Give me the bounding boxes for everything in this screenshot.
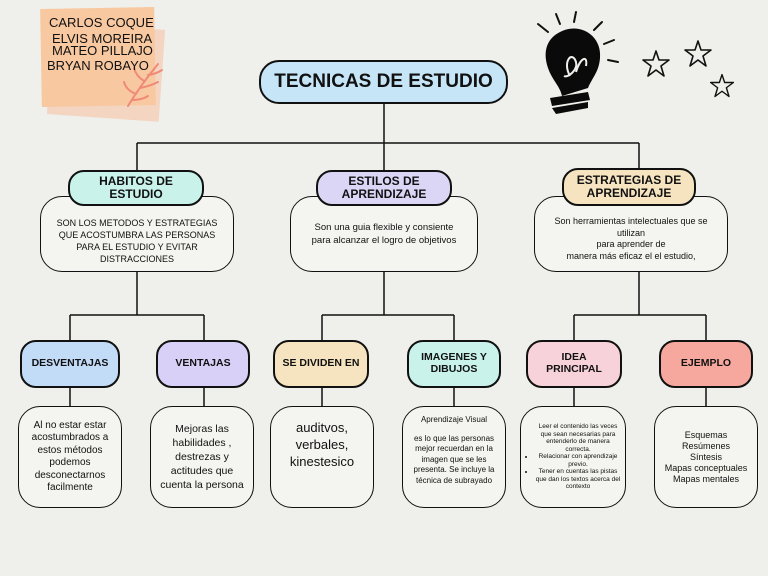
detail-title: Aprendizaje Visual xyxy=(420,415,488,424)
lightbulb-icon xyxy=(537,11,619,114)
detail-line: es lo que las personas xyxy=(413,433,495,443)
detail-line: estos métodos xyxy=(37,444,103,456)
node-label: IMAGENES Y xyxy=(421,351,487,364)
detail-line: Síntesis xyxy=(689,451,722,462)
se-dividen-node: SE DIVIDEN EN xyxy=(273,340,369,388)
author-name: BRYAN ROBAYO xyxy=(47,58,149,73)
star-icon xyxy=(684,40,712,67)
description-line: para alcanzar el logro de objetivos xyxy=(311,235,457,246)
description-line: manera más eficaz el el estudio, xyxy=(566,250,696,261)
idea-principal-list: Leer el contenido las veces que sean nec… xyxy=(525,423,621,491)
detail-line: Esquemas xyxy=(684,429,728,440)
ventajas-node: VENTAJAS xyxy=(156,340,250,388)
description-line: PARA EL ESTUDIO Y EVITAR xyxy=(76,242,198,252)
node-label: PRINCIPAL xyxy=(546,363,602,375)
node-label: APRENDIZAJE xyxy=(341,187,427,201)
main-title: TECNICAS DE ESTUDIO xyxy=(259,60,508,104)
idea-principal-detail-box: Leer el contenido las veces que sean nec… xyxy=(520,406,626,508)
se-dividen-detail-box: auditvos, verbales, kinestesico xyxy=(270,406,374,508)
estilos-description-box: Son una guia flexible y consiente para a… xyxy=(290,196,478,272)
node-label: ESTUDIO xyxy=(109,187,163,201)
author-name: CARLOS COQUE xyxy=(49,15,154,30)
detail-line: auditvos, xyxy=(295,420,349,435)
author-name: ELVIS MOREIRA xyxy=(52,31,153,46)
author-name: MATEO PILLAJO xyxy=(52,43,153,58)
node-label: DIBUJOS xyxy=(430,363,478,375)
node-label: ESTRATEGIAS DE xyxy=(576,172,682,187)
list-item: Tener en cuentas las pistas que dan los … xyxy=(535,468,621,491)
detail-line: Mejoras las xyxy=(175,423,229,435)
detail-line: cuenta la persona xyxy=(160,479,244,491)
node-label: ESTILOS DE xyxy=(348,173,420,188)
node-label: APRENDIZAJE xyxy=(586,186,672,200)
description-line: utilizan xyxy=(616,227,645,238)
detail-line: presenta. Se incluye la xyxy=(413,465,495,474)
star-icon xyxy=(709,73,735,98)
desventajas-detail-box: Al no estar estar acostumbrados a estos … xyxy=(18,406,122,508)
detail-line: Mapas conceptuales xyxy=(664,462,748,473)
leaf-icon xyxy=(123,63,163,107)
detail-line: desconectarnos xyxy=(34,469,106,481)
estilos-node: ESTILOS DE APRENDIZAJE xyxy=(316,170,452,206)
habitos-description-box: SON LOS METODOS Y ESTRATEGIAS QUE ACOSTU… xyxy=(40,196,234,272)
star-icon xyxy=(642,50,670,77)
detail-line: Resúmenes xyxy=(681,440,731,451)
imagenes-node: IMAGENES Y DIBUJOS xyxy=(407,340,501,388)
detail-line: kinestesico xyxy=(289,454,355,469)
detail-line: imagen que se les xyxy=(421,454,487,464)
detail-line: acostumbrados a xyxy=(31,432,109,443)
desventajas-node: DESVENTAJAS xyxy=(20,340,120,388)
estrategias-node: ESTRATEGIAS DE APRENDIZAJE xyxy=(562,168,696,206)
node-label: VENTAJAS xyxy=(175,357,231,370)
node-label: EJEMPLO xyxy=(680,357,732,370)
ejemplo-node: EJEMPLO xyxy=(659,340,753,388)
detail-line: habilidades , xyxy=(172,437,232,449)
list-item: Leer el contenido las veces que sean nec… xyxy=(538,423,618,453)
main-title-text: TECNICAS DE ESTUDIO xyxy=(274,70,493,92)
description-line: DISTRACCIONES xyxy=(99,254,174,264)
detail-line: verbales, xyxy=(295,437,349,452)
detail-line: destrezas y xyxy=(175,451,229,463)
list-item: Relacionar con aprendizaje previo. xyxy=(535,453,621,468)
detail-line: técnica de subrayado xyxy=(415,475,493,485)
description-line: para aprender de xyxy=(596,239,666,249)
description-line: QUE ACOSTUMBRA LAS PERSONAS xyxy=(58,230,216,240)
authors-list: CARLOS COQUE ELVIS MOREIRA MATEO PILLAJO… xyxy=(47,15,172,74)
description-line: SON LOS METODOS Y ESTRATEGIAS xyxy=(56,218,218,228)
detail-line: mejor recuerdan en la xyxy=(415,444,493,453)
ventajas-detail-box: Mejoras las habilidades , destrezas y ac… xyxy=(150,406,254,508)
node-label: IDEA xyxy=(561,351,587,364)
detail-line: podemos xyxy=(49,457,91,468)
habitos-node: HABITOS DE ESTUDIO xyxy=(68,170,204,206)
description-line: Son herramientas intelectuales que se xyxy=(554,216,708,226)
imagenes-detail-box: Aprendizaje Visual es lo que las persona… xyxy=(402,406,506,508)
estrategias-description-box: Son herramientas intelectuales que se ut… xyxy=(534,196,728,272)
detail-line: actitudes que xyxy=(170,465,234,477)
node-label: HABITOS DE xyxy=(99,173,173,188)
detail-line: facilmente xyxy=(47,482,93,493)
node-label: DESVENTAJAS xyxy=(31,357,109,370)
node-label: SE DIVIDEN EN xyxy=(282,357,360,370)
idea-principal-node: IDEA PRINCIPAL xyxy=(526,340,622,388)
detail-line: Mapas mentales xyxy=(672,473,740,484)
ejemplo-detail-box: Esquemas Resúmenes Síntesis Mapas concep… xyxy=(654,406,758,508)
description-line: Son una guia flexible y consiente xyxy=(314,222,454,233)
detail-line: Al no estar estar xyxy=(33,419,107,431)
